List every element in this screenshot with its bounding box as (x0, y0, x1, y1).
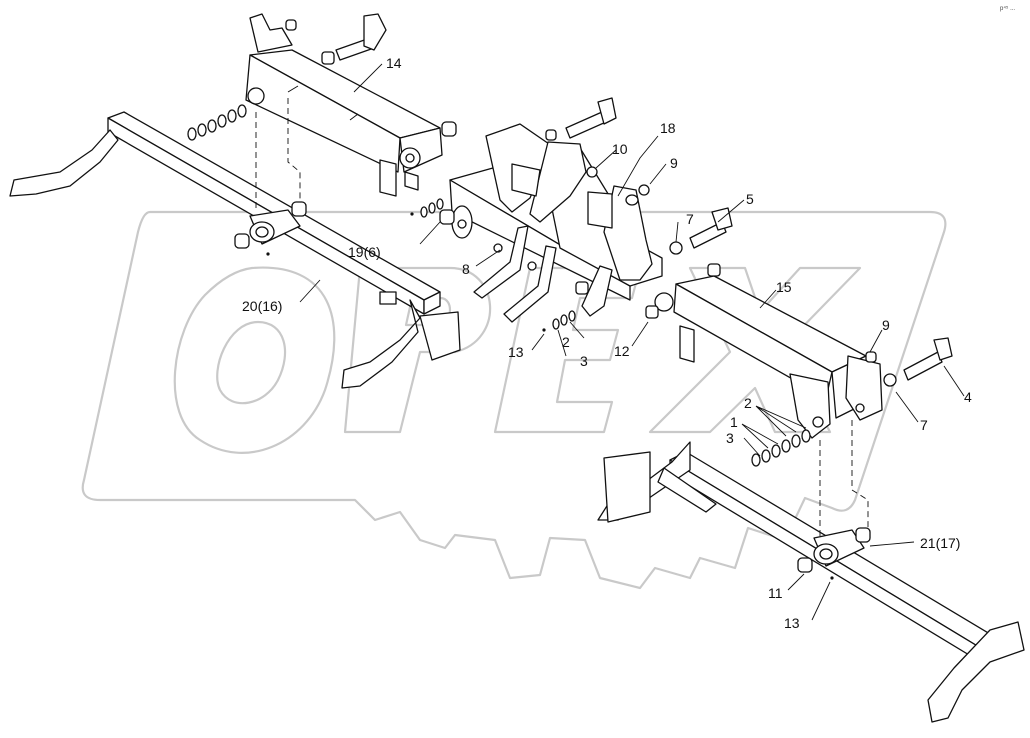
watermark-letter-e (493, 266, 642, 434)
callout-10: 10 (612, 141, 628, 157)
callout-13b: 13 (784, 615, 800, 631)
part-15-upper-arm-right (654, 275, 883, 439)
callout-9a: 9 (670, 155, 678, 171)
leader-lines (299, 63, 965, 621)
callout-7b: 7 (920, 417, 928, 433)
callout-20-16: 20(16) (242, 298, 282, 314)
callout-3b: 3 (726, 430, 734, 446)
corner-mark: p⁴⁵ ... (1000, 5, 1015, 12)
callout-15: 15 (776, 279, 792, 295)
callout-13a: 13 (508, 344, 524, 360)
callout-1: 1 (730, 414, 738, 430)
watermark-gear-outline (81, 210, 947, 590)
part-21-frame-bar-right (597, 441, 1025, 723)
callout-4: 4 (964, 389, 972, 405)
part-14-upper-arm-left (245, 13, 443, 197)
part-20-frame-bar-left (9, 111, 461, 389)
washer-stacks (187, 104, 834, 580)
callout-19-6: 19(6) (348, 244, 381, 260)
callout-3a: 3 (580, 353, 588, 369)
callout-7a: 7 (686, 211, 694, 227)
callout-8: 8 (462, 261, 470, 277)
callout-21-17: 21(17) (920, 535, 960, 551)
part-18-center-frame (449, 123, 663, 301)
alignment-lines (255, 98, 869, 536)
callout-18: 18 (660, 120, 676, 136)
watermark-letter-o (173, 266, 336, 454)
callout-2b: 2 (744, 395, 752, 411)
small-hardware (285, 13, 953, 387)
callout-11: 11 (768, 585, 783, 601)
callout-labels: 14181095719(6)820(16)1521331294721321(17… (242, 55, 972, 631)
callout-2a: 2 (562, 334, 570, 350)
callout-14: 14 (386, 55, 402, 71)
part-8-links (473, 225, 613, 323)
callout-12: 12 (614, 343, 630, 359)
callout-5: 5 (746, 191, 754, 207)
callout-9b: 9 (882, 317, 890, 333)
